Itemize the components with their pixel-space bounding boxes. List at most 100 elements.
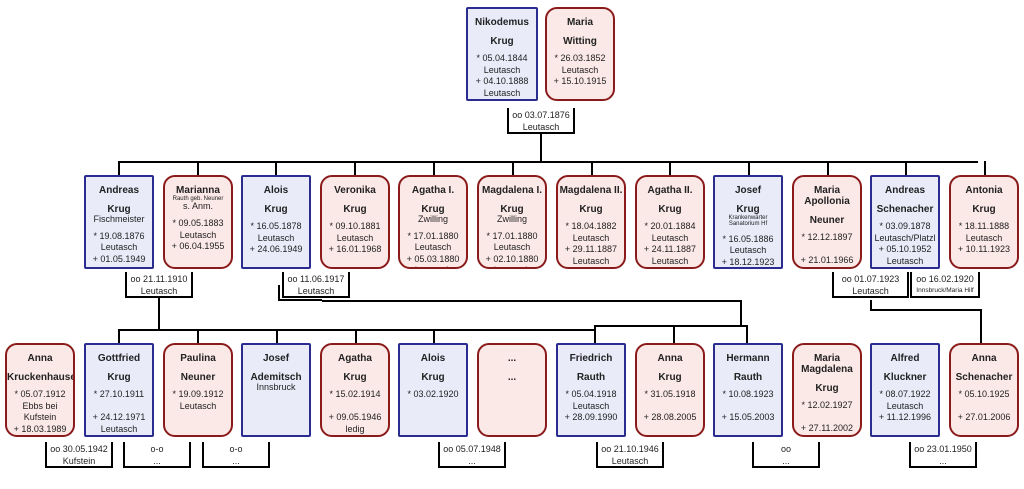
person-name: Krug: [658, 204, 682, 215]
detail-line: + 15.05.2003: [721, 412, 775, 423]
connector-line: [278, 285, 280, 299]
marriage-line: ...: [153, 456, 161, 466]
marriage-line: oo 30.05.1942: [50, 444, 108, 454]
detail-line: + 28.09.1990: [564, 412, 618, 423]
person-name: Alois: [263, 185, 289, 196]
person-name: Neuner: [809, 215, 845, 226]
detail-line: Leutasch: [965, 232, 1003, 243]
marriage-line: oo 16.02.1920: [916, 274, 974, 284]
detail-line: Leutasch: [886, 255, 924, 266]
person-name: Magdalena II.: [559, 185, 623, 196]
marriage-line: oo 01.07.1923: [841, 274, 900, 284]
detail-line: * 27.10.1911: [93, 389, 145, 399]
person-name: Schenacher: [955, 372, 1013, 383]
detail-line: Leutasch: [651, 255, 689, 266]
person-name: Maria Magdalena: [801, 353, 853, 375]
connector-line: [118, 161, 978, 163]
detail-line: * 18.11.1888: [958, 221, 1010, 231]
marriage-line: Leutasch: [852, 286, 889, 296]
connector-line: [870, 300, 872, 310]
detail-line: + 06.04.1955: [171, 241, 225, 252]
marriage-m3_alfred: oo 23.01.1950...: [909, 442, 977, 468]
detail-line: * 09.10.1881: [329, 221, 381, 231]
connector-line: [905, 161, 907, 175]
detail-line: + 10.11.1923: [957, 244, 1011, 255]
detail-line: * 26.03.1852: [554, 53, 606, 63]
detail-line: + 29.11.1887: [564, 244, 618, 255]
detail-line: Leutasch: [7, 435, 73, 437]
detail-line: + 21.01.1966: [800, 255, 854, 266]
marriage-line: oo 21.11.1910: [130, 274, 188, 284]
detail-line: + 01.05.1949: [92, 253, 146, 264]
person-name: Krug: [736, 204, 760, 215]
connector-line: [278, 299, 322, 301]
connector-line: [594, 325, 746, 327]
detail-line: * 12.02.1927: [801, 400, 853, 410]
detail-line: * 20.01.1884: [644, 221, 696, 231]
person-name: ...: [507, 372, 517, 383]
detail-line: * 09.05.1883: [172, 218, 224, 229]
marriage-line: oo: [780, 444, 791, 454]
detail-line: + 02.10.1880: [485, 253, 539, 264]
detail-line: * 05.07.1912: [14, 389, 66, 399]
detail-line: + 18.12.1923: [721, 256, 775, 267]
marriage-line: Leutasch: [522, 122, 560, 132]
connector-line: [594, 325, 596, 343]
connector-line: [197, 161, 199, 175]
person-name: Agatha I.: [411, 185, 455, 196]
detail-line: + 27.11.2002: [800, 423, 854, 434]
detail-line: Leutasch: [336, 232, 374, 243]
marriage-line: oo 23.01.1950: [914, 444, 972, 454]
person-name: Anna: [971, 353, 997, 364]
person-birth-name: Rauth geb. Neuner: [172, 196, 224, 202]
marriage-line: Innsbruck/Maria Hilf: [916, 287, 974, 294]
person-box-unknown[interactable]: ......: [477, 343, 547, 437]
person-details: * 10.08.1923 + 15.05.2003: [715, 389, 781, 424]
detail-line: Ebbs bei Kufstein: [22, 400, 58, 423]
person-name: Nikodemus: [475, 17, 529, 28]
person-name: Marianna: [176, 185, 220, 196]
detail-line: Leutasch/Platzl: [874, 232, 936, 243]
marriage-m3_gott_paul: o-o...: [123, 442, 191, 468]
detail-line: Leutasch: [179, 229, 217, 240]
connector-line: [673, 325, 675, 343]
person-name: ...: [507, 353, 517, 364]
person-name: Krug: [972, 204, 996, 215]
connector-line: [984, 161, 986, 175]
person-name: Krug: [490, 36, 514, 47]
connector-line: [746, 325, 748, 343]
person-details: * 12.02.1927 + 27.11.2002: [794, 400, 860, 435]
